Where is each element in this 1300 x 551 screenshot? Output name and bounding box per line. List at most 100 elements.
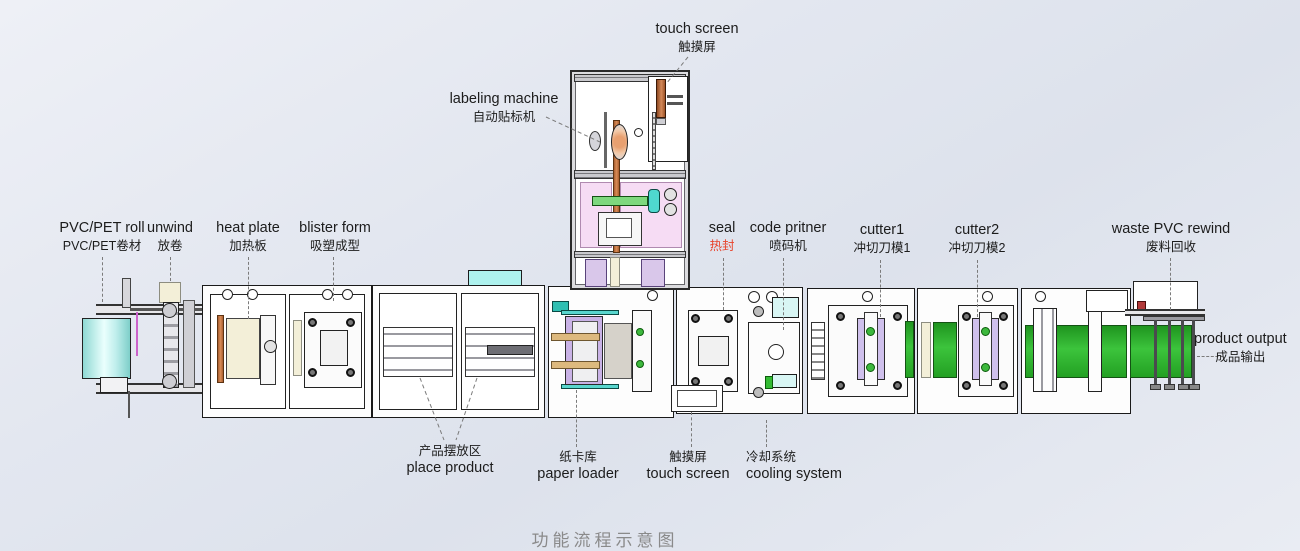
bolt (724, 314, 733, 323)
paper-bar-top (551, 333, 600, 341)
label-cutter1: cutter1 冲切刀模1 (854, 221, 911, 256)
tower-post (604, 112, 607, 168)
bolt (893, 312, 902, 321)
hole (222, 289, 233, 300)
label-text-en: cooling system (746, 466, 842, 483)
touch-screen-handle (667, 102, 683, 105)
paper-stack-plate (604, 323, 632, 379)
tower-base-left (585, 259, 607, 287)
pvc-roll-pin-top (122, 278, 131, 308)
green-dot (636, 328, 644, 336)
leader-heat-plate (248, 257, 249, 319)
hole (862, 291, 873, 302)
label-text-en: heat plate (216, 220, 280, 236)
leader-paper-loader (576, 390, 577, 447)
label-text-en: seal (708, 220, 736, 236)
rod-foot (1189, 384, 1200, 390)
bolt (999, 312, 1008, 321)
bolt (836, 381, 845, 390)
leader-code-printer (783, 258, 784, 330)
cutter1-rails (811, 322, 825, 380)
label-text-zh: 纸卡库 (559, 450, 597, 464)
touch-screen-handle (667, 95, 683, 98)
cyan-strip-top (561, 310, 619, 315)
bolt (962, 312, 971, 321)
label-seal: seal 热封 (709, 219, 736, 254)
leader-seal (723, 258, 724, 310)
cutter2-idler-bar (921, 322, 931, 378)
seal-press-inner (698, 336, 729, 366)
green-dot (866, 327, 875, 336)
label-text-zh: 放卷 (157, 238, 183, 253)
hole (1035, 291, 1046, 302)
tower-cyan-roller (648, 189, 660, 213)
green-chip (765, 376, 773, 389)
label-text-zh: PVC/PET卷材 (62, 238, 142, 253)
label-text-en: product output (1194, 331, 1287, 347)
pvc-roll-stand (100, 377, 128, 393)
touch-screen-panel (656, 79, 666, 118)
cooling-unit-inner (677, 390, 717, 407)
tower-divider-mid (574, 170, 686, 179)
label-text-en: waste PVC rewind (1111, 221, 1231, 237)
label-reel-disc (611, 124, 628, 160)
blister-edge-strip (293, 320, 302, 376)
leader-cutter2 (977, 260, 978, 317)
label-text-en: touch screen (655, 21, 739, 37)
paper-loader-inner (572, 321, 598, 382)
hole (647, 290, 658, 301)
label-text-en: cutter2 (954, 222, 1000, 238)
label-text-en: paper loader (537, 466, 619, 483)
label-text-zh: 冲切刀模2 (948, 240, 1006, 255)
label-text-zh: 产品摆放区 (418, 444, 482, 458)
guide-roller (634, 128, 643, 137)
label-unwind: unwind 放卷 (147, 219, 193, 254)
leader-blister-form (333, 257, 334, 301)
rod-foot (1164, 384, 1175, 390)
rod-foot (1150, 384, 1161, 390)
cutter2-die-core (979, 312, 992, 386)
unwind-roller-bottom (162, 374, 177, 389)
unwind-roller-top (162, 303, 177, 318)
label-waste-rewind: waste PVC rewind 废料回收 (1112, 220, 1230, 255)
gear (753, 306, 764, 317)
pvc-roll-leg (128, 391, 130, 418)
tower-base-right (641, 259, 665, 287)
bolt (999, 381, 1008, 390)
tower-gear (664, 188, 677, 201)
label-pvc-roll: PVC/PET roll PVC/PET卷材 (59, 219, 144, 254)
label-reel-hub (589, 131, 601, 151)
rewind-rod (1181, 320, 1184, 386)
label-text-zh: 冷却系统 (746, 450, 797, 464)
label-text-en: PVC/PET roll (59, 220, 145, 236)
leader-touch-screen-bottom (691, 412, 692, 447)
label-text-zh: 加热板 (229, 238, 267, 253)
cutter1-belt (905, 321, 914, 378)
bolt (308, 318, 317, 327)
green-dot (866, 363, 875, 372)
label-text-zh: 自动贴标机 (472, 109, 536, 124)
cyan-hood (468, 270, 522, 286)
rewind-bracket (1143, 316, 1205, 321)
paper-bar-bottom (551, 361, 600, 369)
green-dot (636, 360, 644, 368)
tower-green-bar (592, 196, 648, 206)
tower-divider-low (574, 251, 686, 258)
tower-post (652, 112, 656, 170)
label-text-en: place product (406, 460, 494, 477)
leader-unwind (170, 257, 171, 281)
label-text-zh: 喷码机 (769, 238, 807, 253)
label-text-zh: 吸塑成型 (309, 238, 360, 253)
label-paper-loader: 纸卡库 paper loader (537, 449, 618, 484)
rewind-rod (1168, 320, 1171, 386)
hole (982, 291, 993, 302)
cyan-block-top (772, 297, 799, 318)
hole (247, 289, 258, 300)
tower-base-strip (610, 257, 620, 287)
leader-waste-rewind (1170, 258, 1171, 310)
roller-single (1088, 308, 1102, 392)
leader-pvc-roll (102, 257, 103, 302)
gear (753, 387, 764, 398)
label-text-en: blister form (299, 220, 371, 236)
label-text-en: cutter1 (859, 222, 905, 238)
